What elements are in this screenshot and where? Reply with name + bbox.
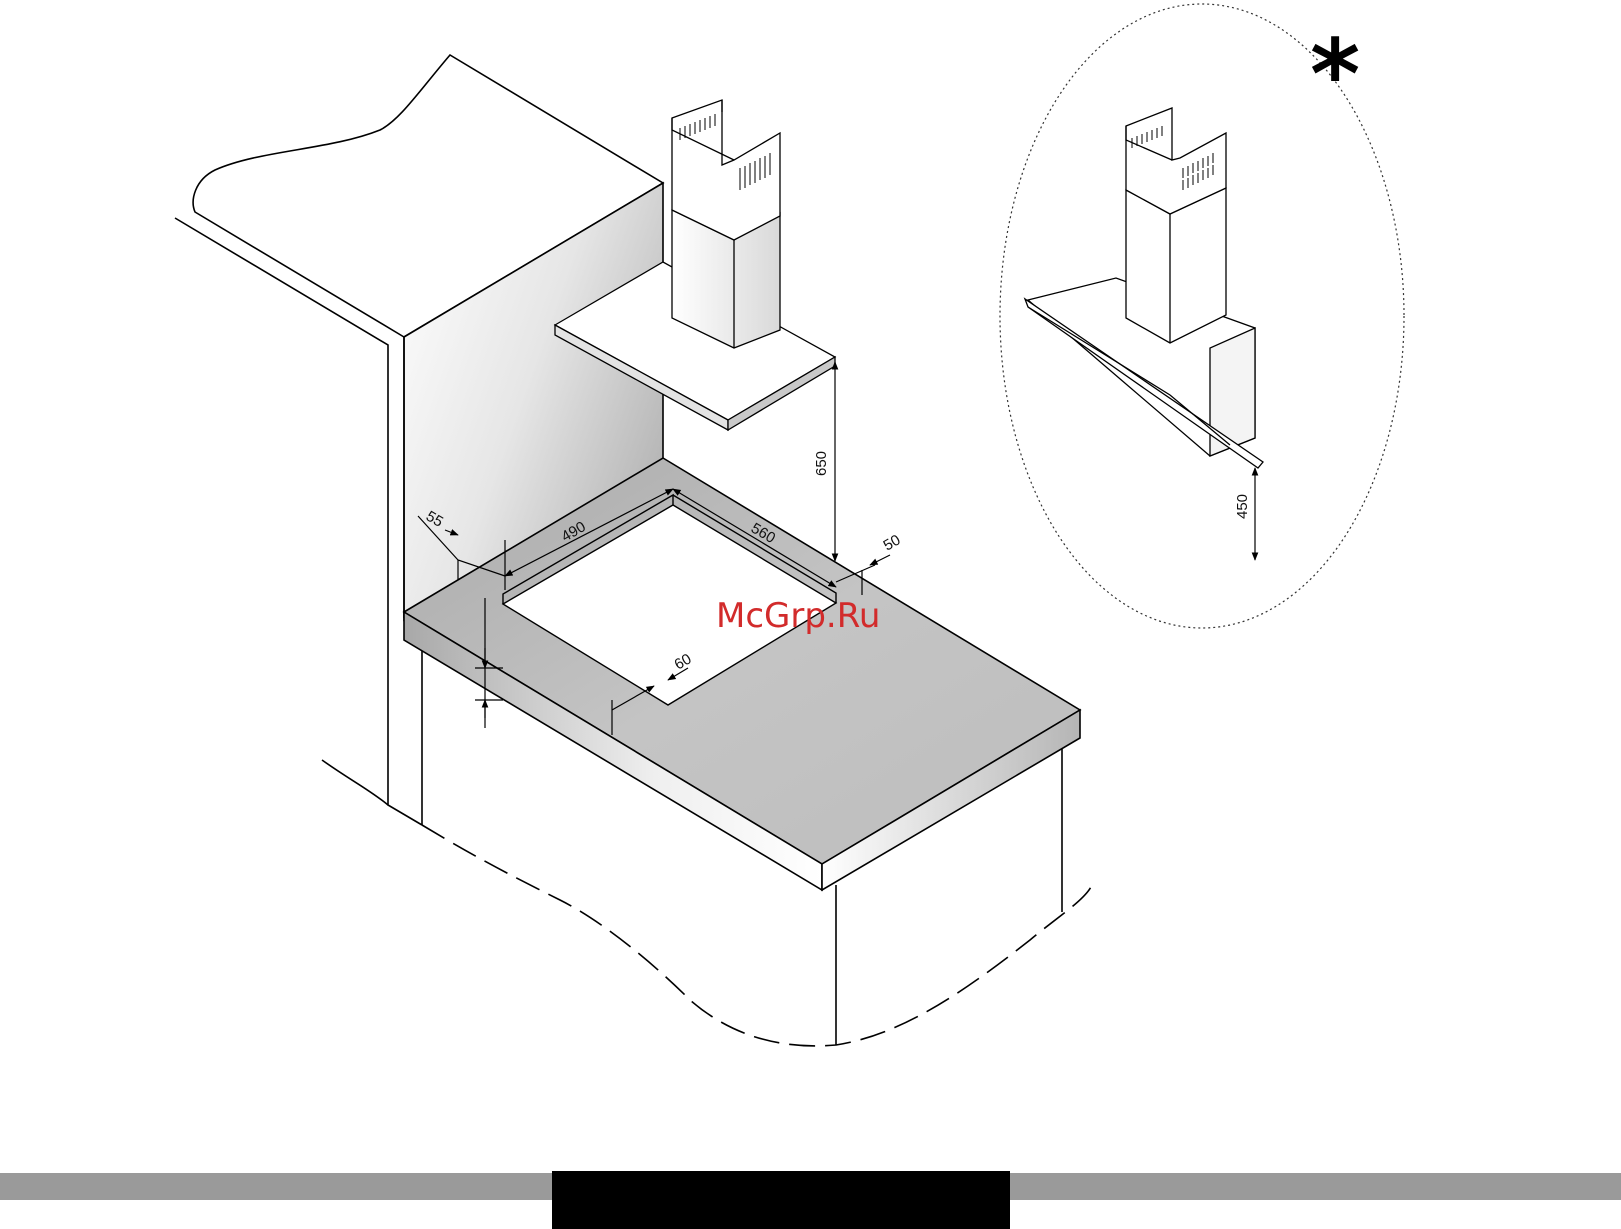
alternative-marker: * <box>1310 19 1360 131</box>
alternative-hood-inset: 450 * <box>1000 4 1404 628</box>
footer-block <box>552 1171 1010 1229</box>
dim-450: 450 <box>1234 494 1251 519</box>
cabinet-floor-break <box>422 825 1092 1046</box>
floor-break-line <box>322 760 388 805</box>
dim-50: 50 <box>881 531 904 554</box>
watermark: McGrp.Ru <box>716 596 880 636</box>
dim-650: 650 <box>813 451 830 476</box>
